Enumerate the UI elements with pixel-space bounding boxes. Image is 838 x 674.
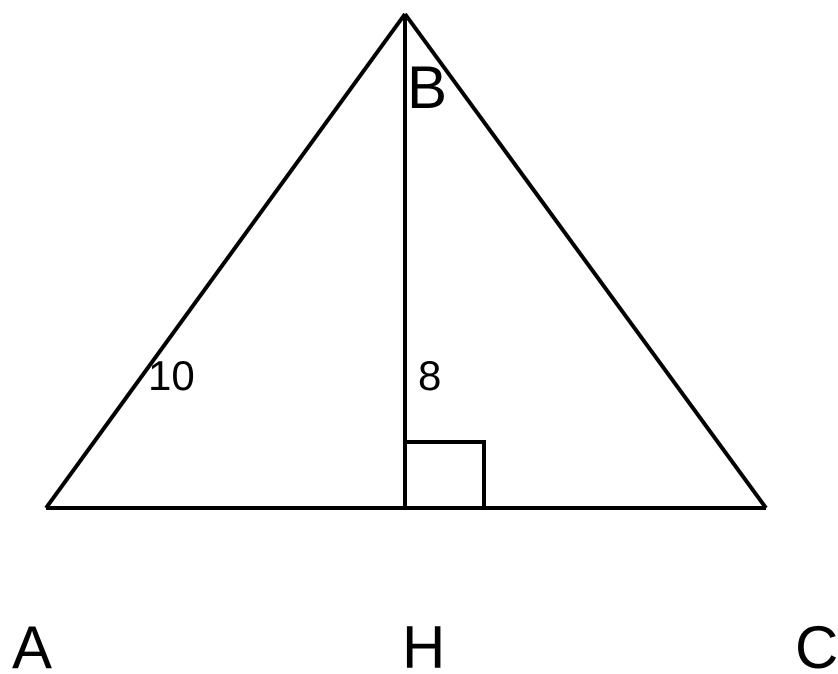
- length-label-ab: 10: [148, 352, 195, 399]
- vertex-label-h: H: [402, 614, 445, 674]
- side-ab: [44, 12, 407, 510]
- side-bc: [403, 12, 768, 510]
- vertex-label-c: C: [795, 614, 838, 674]
- vertex-label-b: B: [407, 54, 447, 121]
- length-label-bh: 8: [418, 352, 441, 399]
- right-angle-marker: [405, 440, 486, 508]
- vertex-label-a: A: [12, 614, 52, 674]
